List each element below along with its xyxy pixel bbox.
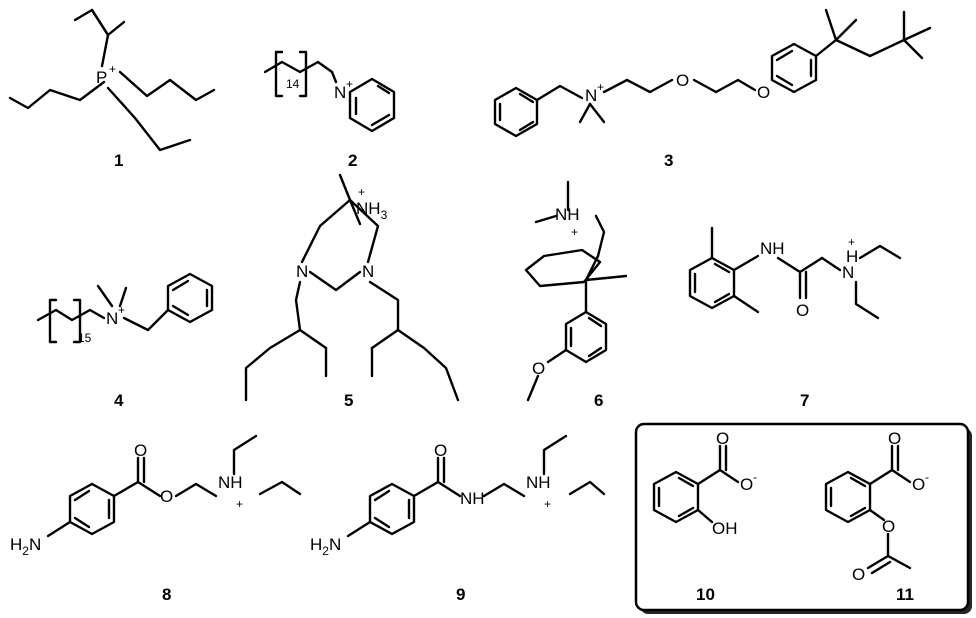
phosphorus-atom: P <box>96 68 107 87</box>
compound-label-3: 3 <box>664 151 673 170</box>
positive-charge: + <box>118 303 125 317</box>
positive-charge: + <box>544 497 551 511</box>
amide-nh: NH <box>760 239 785 258</box>
ammonium-nitrogen: N <box>106 309 118 328</box>
ammonium-group: NH <box>526 473 551 492</box>
compound-5-structure: N N NH3 + <box>244 173 460 402</box>
ammonium-group: NH <box>555 205 580 224</box>
ammonium-nitrogen: N <box>842 263 854 282</box>
ether-oxygen: O <box>676 71 689 90</box>
compound-8-structure: O O NH + H2N <box>10 434 302 558</box>
positive-charge: + <box>571 225 578 239</box>
carboxylate-oxygen: O <box>740 475 753 494</box>
carboxylate-oxygen: O <box>912 475 925 494</box>
carbonyl-oxygen: O <box>134 441 147 460</box>
positive-charge: + <box>346 77 353 91</box>
compound-3-structure: N + O O <box>493 8 932 138</box>
ammonium-group: NH <box>218 473 243 492</box>
compound-label-8: 8 <box>162 585 171 604</box>
compound-7-structure: NH O N H + <box>688 226 902 320</box>
compound-label-4: 4 <box>114 391 124 410</box>
compound-4-structure: N + 15 <box>36 272 214 345</box>
compound-label-5: 5 <box>344 391 353 410</box>
carboxylate-oxygen: O <box>716 429 729 448</box>
compound-10-structure: O O - OH <box>652 429 757 538</box>
methoxy-oxygen: O <box>532 359 545 378</box>
compound-6-structure: NH + O <box>524 180 628 402</box>
compound-label-7: 7 <box>800 391 809 410</box>
compound-label-6: 6 <box>594 391 603 410</box>
hydroxyl-group: OH <box>712 519 738 538</box>
positive-charge: + <box>236 497 243 511</box>
ammonium-hydrogen: H <box>846 247 858 266</box>
compound-9-structure: O NH NH + H2N <box>310 434 606 558</box>
compound-label-9: 9 <box>456 585 465 604</box>
carbonyl-oxygen: O <box>434 441 447 460</box>
amide-nh: NH <box>460 489 485 508</box>
amino-group: H2N <box>10 535 41 558</box>
carbonyl-oxygen: O <box>796 301 809 320</box>
compound-label-10: 10 <box>696 585 715 604</box>
repeat-count-14: 14 <box>286 77 300 91</box>
ammonium-group: NH3 <box>356 199 388 222</box>
compound-2-structure: N + 14 <box>263 50 396 133</box>
positive-charge: + <box>848 235 855 249</box>
compound-label-11: 11 <box>896 585 914 604</box>
amino-group: H2N <box>310 535 341 558</box>
ring-nitrogen: N <box>296 262 308 281</box>
negative-charge: - <box>753 470 757 484</box>
ether-oxygen: O <box>757 83 770 102</box>
negative-charge: - <box>925 470 929 484</box>
carboxylate-oxygen: O <box>888 429 901 448</box>
compound-11-structure: O O - O O <box>824 429 929 584</box>
ester-oxygen: O <box>882 517 895 536</box>
positive-charge: + <box>358 185 365 199</box>
compound-1-structure: P + <box>8 8 216 152</box>
compound-label-2: 2 <box>348 151 357 170</box>
positive-charge: + <box>109 62 116 76</box>
pyridinium-nitrogen: N <box>334 83 346 102</box>
positive-charge: + <box>597 80 604 94</box>
carbonyl-oxygen: O <box>852 565 865 584</box>
repeat-count-15: 15 <box>78 331 92 345</box>
compound-label-1: 1 <box>114 151 123 170</box>
ammonium-nitrogen: N <box>585 86 597 105</box>
ester-oxygen: O <box>160 487 173 506</box>
ring-nitrogen: N <box>362 262 374 281</box>
